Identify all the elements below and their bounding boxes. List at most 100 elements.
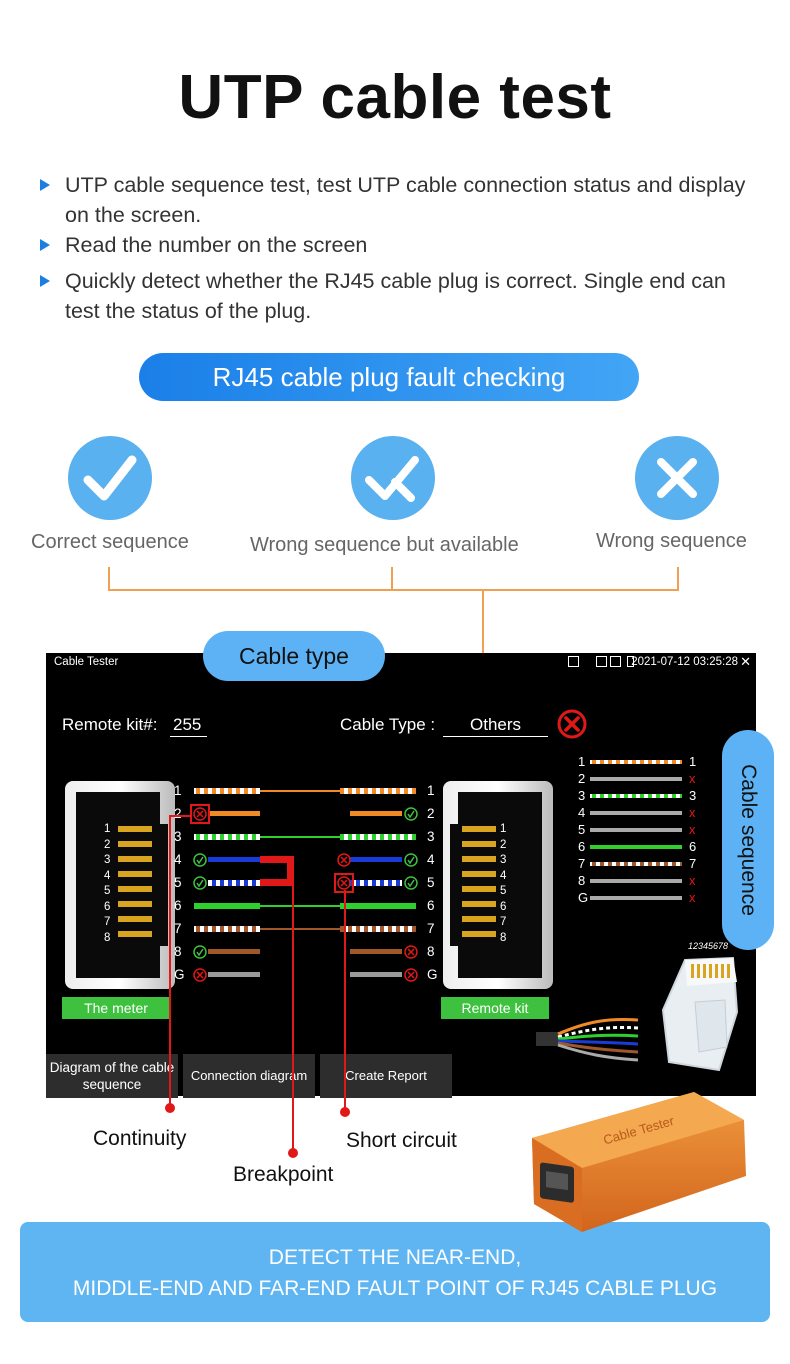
sequence-pin: 2 [578, 771, 586, 786]
meter-port [64, 780, 176, 990]
right-pin-label: 2 [427, 806, 435, 821]
port-pin: 8 [104, 932, 111, 944]
status-bar: Cable Tester 2021-07-12 03:25:28 ✕ [46, 653, 756, 671]
status-label-correct: Correct sequence [31, 531, 189, 553]
right-pin-label: 5 [427, 875, 435, 890]
sequence-result: x [689, 771, 696, 786]
port-pin: 2 [500, 839, 507, 851]
left-pin-label: 7 [174, 921, 182, 936]
sequence-pin: 7 [578, 856, 586, 871]
sequence-result: x [689, 822, 696, 837]
cable-type-value: Others [470, 715, 522, 734]
right-pin-label: 1 [427, 783, 435, 798]
sequence-result: x [689, 890, 696, 905]
bullet-text: Quickly detect whether the RJ45 cable pl… [65, 269, 726, 323]
port-pin: 7 [104, 916, 111, 928]
banner-line-2: MIDDLE-END AND FAR-END FAULT POINT OF RJ… [72, 1277, 718, 1300]
list-item: Quickly detect whether the RJ45 cable pl… [38, 266, 758, 326]
port-pin: 1 [500, 823, 507, 835]
page-title: UTP cable test [178, 63, 612, 132]
lock-icon [627, 656, 634, 667]
sequence-diagram-button[interactable]: Diagram of the cable sequence [46, 1054, 178, 1098]
port-pin: 6 [500, 901, 507, 913]
right-pin-label: 4 [427, 852, 435, 867]
bullet-text: UTP cable sequence test, test UTP cable … [65, 173, 746, 227]
image-icon [568, 656, 579, 667]
cable-wires-image [536, 1018, 639, 1062]
sequence-result: 1 [689, 754, 697, 769]
left-pin-label: 6 [174, 898, 182, 913]
status-label-available: Wrong sequence but available [250, 534, 519, 556]
meter-button[interactable]: The meter [62, 997, 170, 1019]
no-wifi-icon [596, 656, 607, 667]
breakpoint-label: Breakpoint [233, 1163, 334, 1186]
triangle-bullet-icon [40, 275, 50, 287]
sequence-result: 6 [689, 839, 697, 854]
sequence-pin: G [578, 890, 589, 905]
right-pin-label: 8 [427, 944, 435, 959]
port-pin: 4 [500, 870, 507, 882]
port-pin: 3 [104, 854, 111, 866]
check-icon [68, 436, 152, 520]
banner-line-1: DETECT THE NEAR-END, [268, 1246, 522, 1269]
sequence-result: 3 [689, 788, 697, 803]
port-pin: 5 [104, 885, 111, 897]
remote-device-image: Cable Tester [532, 1092, 746, 1232]
port-pin: 8 [500, 932, 507, 944]
right-pin-label: 6 [427, 898, 435, 913]
app-title: Cable Tester [54, 656, 119, 668]
section-pill: RJ45 cable plug fault checking [139, 353, 639, 401]
port-pin: 6 [104, 901, 111, 913]
sequence-pin: 6 [578, 839, 586, 854]
left-pin-label: 3 [174, 829, 182, 844]
port-pin: 7 [500, 916, 507, 928]
cross-icon [635, 436, 719, 520]
sequence-wires [590, 760, 682, 900]
left-pin-label: 2 [174, 806, 182, 821]
port-pin: 2 [104, 839, 111, 851]
create-report-button[interactable]: Create Report [320, 1054, 452, 1098]
bottom-banner: DETECT THE NEAR-END, MIDDLE-END AND FAR-… [20, 1222, 770, 1322]
remote-kit-button[interactable]: Remote kit [441, 997, 549, 1019]
port-pin: 4 [104, 870, 111, 882]
wire-map [190, 788, 418, 982]
remote-port [442, 780, 554, 990]
check-cross-icon [351, 436, 435, 520]
port-pin: 5 [500, 885, 507, 897]
no-signal-icon [610, 656, 621, 667]
cable-type-callout: Cable type [203, 631, 385, 681]
sequence-pin: 3 [578, 788, 586, 803]
cable-sequence-callout: Cable sequence [722, 730, 774, 950]
sequence-pin: 1 [578, 754, 586, 769]
feature-list: UTP cable sequence test, test UTP cable … [38, 170, 758, 326]
sequence-pin: 4 [578, 805, 586, 820]
sequence-result: x [689, 805, 696, 820]
status-label-wrong: Wrong sequence [596, 530, 747, 552]
right-pin-label: 7 [427, 921, 435, 936]
left-pin-label: G [174, 967, 185, 982]
connection-diagram-button[interactable]: Connection diagram [183, 1054, 315, 1098]
cable-type-label: Cable Type : [340, 715, 436, 734]
bullet-text: Read the number on the screen [65, 233, 368, 257]
port-pin: 1 [104, 823, 111, 835]
close-icon[interactable]: ✕ [740, 654, 751, 669]
remote-kit-value: 255 [173, 715, 202, 734]
list-item: UTP cable sequence test, test UTP cable … [38, 170, 758, 230]
plug-number: 12345678 [688, 941, 729, 951]
left-pin-label: 5 [174, 875, 182, 890]
list-item: Read the number on the screen [38, 230, 758, 260]
right-pin-label: 3 [427, 829, 435, 844]
sequence-result: x [689, 873, 696, 888]
continuity-label: Continuity [93, 1127, 187, 1150]
datetime: 2021-07-12 03:25:28 [631, 656, 738, 668]
left-pin-label: 8 [174, 944, 182, 959]
fault-x-icon [556, 708, 588, 745]
sequence-pin: 8 [578, 873, 586, 888]
remote-kit-label: Remote kit#: [62, 715, 158, 734]
right-pin-label: G [427, 967, 438, 982]
short-circuit-label: Short circuit [346, 1129, 457, 1152]
rj45-plug-image [661, 956, 739, 1072]
cable-sequence-label: Cable sequence [737, 764, 760, 916]
left-pin-label: 4 [174, 852, 182, 867]
left-pin-label: 1 [174, 783, 182, 798]
